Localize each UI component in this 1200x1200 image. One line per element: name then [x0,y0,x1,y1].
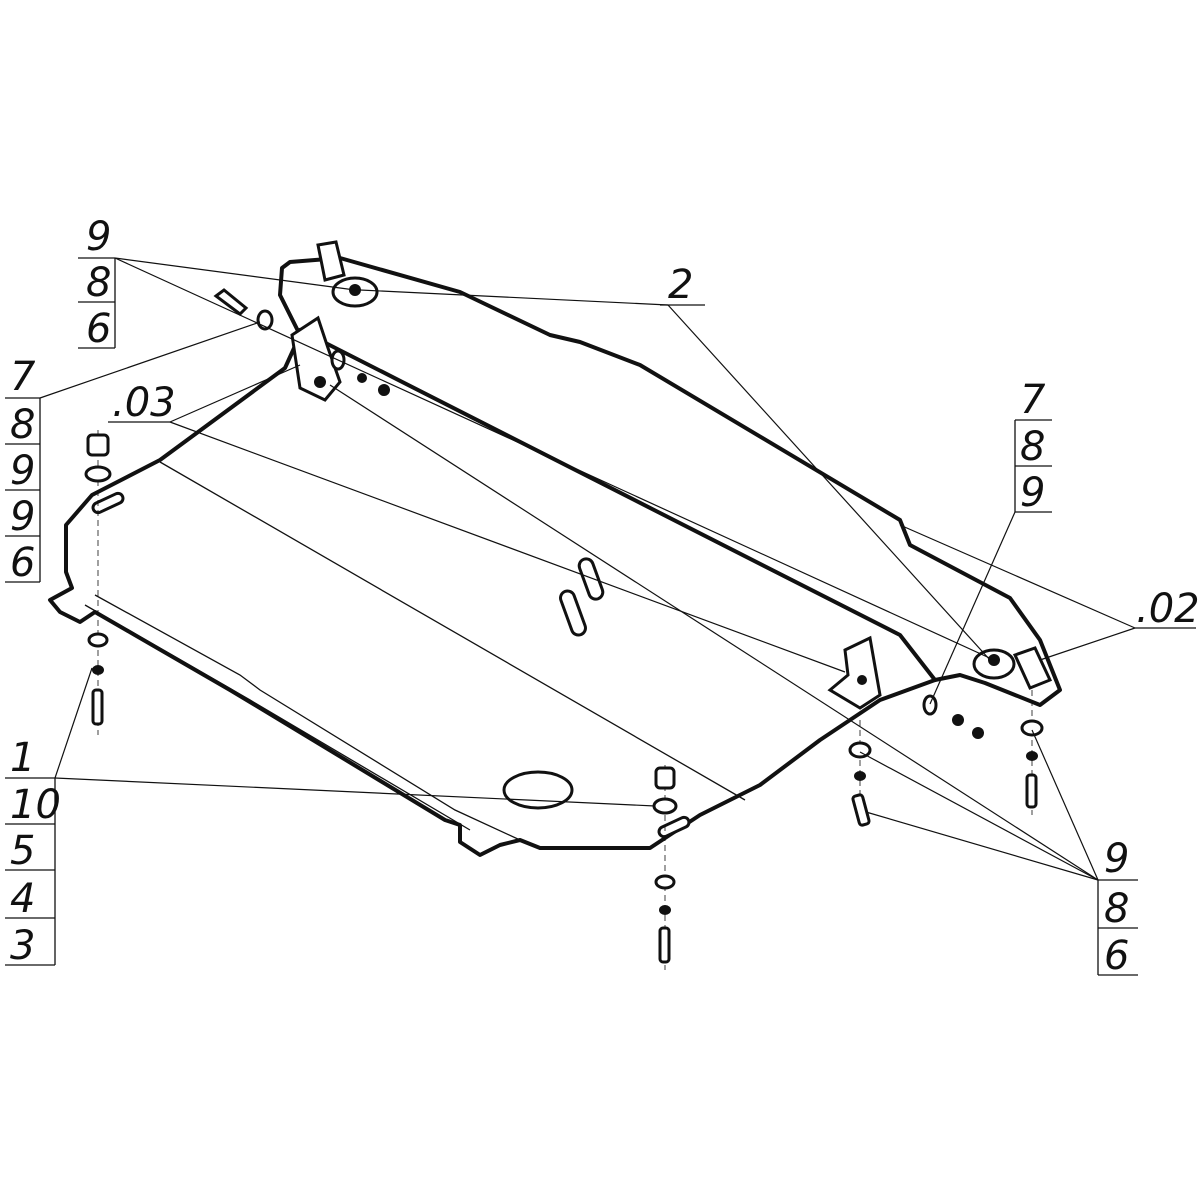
callout-right-mid-item-2: 9 [1020,470,1045,516]
washer-rear-right-low [1020,719,1044,737]
callout-top-left-item-1: 8 [86,260,111,306]
bolt-front-left [91,688,104,726]
bracket-mid-right [827,635,882,710]
leader-bottom-right-a [329,384,1099,881]
plate-rear-rib [298,328,937,682]
nut-mid-left-2 [378,384,390,396]
callout-right-mid-item-0: 7 [1020,377,1046,423]
callout-top-left: 9 8 6 [78,214,116,352]
label-02: .02 [1135,586,1200,632]
plate-inner-line [159,461,746,801]
callout-left-mid-item-1: 8 [10,402,35,448]
spacer-front-center [654,766,676,790]
lockwasher-rear-right [1026,751,1038,761]
leader-right-mid [929,511,1016,705]
nut-mid-right-2 [972,727,984,739]
callout-bottom-left-item-3: 4 [10,876,35,922]
nut-mid-right-1 [952,714,964,726]
callout-right-mid: 7 8 9 [1014,377,1052,516]
label-03: .03 [108,380,176,426]
brackets [290,240,1053,739]
washer-mid-right [922,694,938,716]
washer-front-left [84,465,112,483]
bolt-top-left [213,288,249,316]
fasteners [84,288,1044,970]
slot-front-right [657,815,691,839]
slot-front-left [91,491,125,515]
washer-front-left-low [87,632,109,648]
callout-right-mid-item-1: 8 [1020,424,1045,470]
label-2: 2 [660,262,705,308]
skid-plate [48,256,1062,857]
callout-bottom-right-item-2: 6 [1104,933,1129,979]
label-part-03: .03 [112,380,176,426]
leader-02-b [1039,627,1136,661]
lockwasher-front-left [92,665,104,675]
callout-left-mid-item-0: 7 [10,354,36,400]
callout-top-left-item-0: 9 [86,214,111,260]
callout-left-mid-item-4: 6 [10,540,35,586]
bracket-mid-right-hole [857,675,867,685]
bolt-mid-right [851,793,871,827]
leader-03-b [169,421,846,673]
leader-bottom-right-c [1031,729,1099,881]
label-part-2: 2 [668,262,693,308]
callout-bottom-left-item-0: 1 [10,735,35,781]
bracket-mid-left-hole [314,376,326,388]
callout-left-mid-item-3: 9 [10,494,35,540]
leader-left-mid-1 [39,321,261,399]
leader-bottom-right-b [865,811,1099,881]
leader-lines [39,257,1136,881]
plate-front-fold [94,594,521,841]
callout-bottom-right-item-1: 8 [1104,886,1129,932]
callout-bottom-left-item-1: 10 [10,782,61,828]
leader-part-2-b [667,304,991,661]
bolt-front-center [658,926,671,964]
leader-part-2-a [359,289,669,306]
plate-outline [48,256,1062,857]
callout-left-mid: 7 8 9 9 6 [5,354,41,586]
leader-top-left-1 [114,257,356,291]
washer-front-center [652,797,678,815]
leader-02-a [899,524,1136,629]
slot-center-1 [559,589,587,637]
nut-mid-left-1 [357,373,367,383]
label-part-02: .02 [1136,586,1200,632]
callout-left-mid-item-2: 9 [10,448,35,494]
leader-bottom-left-b [54,777,656,807]
leader-bottom-right-d [859,751,1099,881]
callout-bottom-left-item-2: 5 [10,828,35,874]
bolt-rear-right [1025,773,1038,809]
callout-bottom-left-item-4: 3 [10,923,35,969]
lockwasher-mid-right [854,771,866,781]
callout-bottom-left: 1 10 5 4 3 [5,735,61,969]
washer-mid-right-low [848,741,872,759]
leader-03-a [169,364,301,423]
callout-bottom-right: 9 8 6 [1097,836,1138,979]
drain-hole [502,770,574,810]
callout-top-left-item-2: 6 [86,306,111,352]
plate-front-fold-2 [84,604,471,831]
bracket-mid-left [290,315,342,402]
spacer-front-left [86,433,110,457]
washer-front-center-low [654,874,676,890]
bracket-rear-left [316,240,346,282]
leader-top-left-2 [114,257,995,661]
leader-bottom-left-a [54,667,93,779]
slot-center-2 [577,557,605,601]
bracket-rear-right [1012,646,1053,690]
lockwasher-front-center [659,905,671,915]
callout-bottom-right-item-0: 9 [1104,836,1129,882]
